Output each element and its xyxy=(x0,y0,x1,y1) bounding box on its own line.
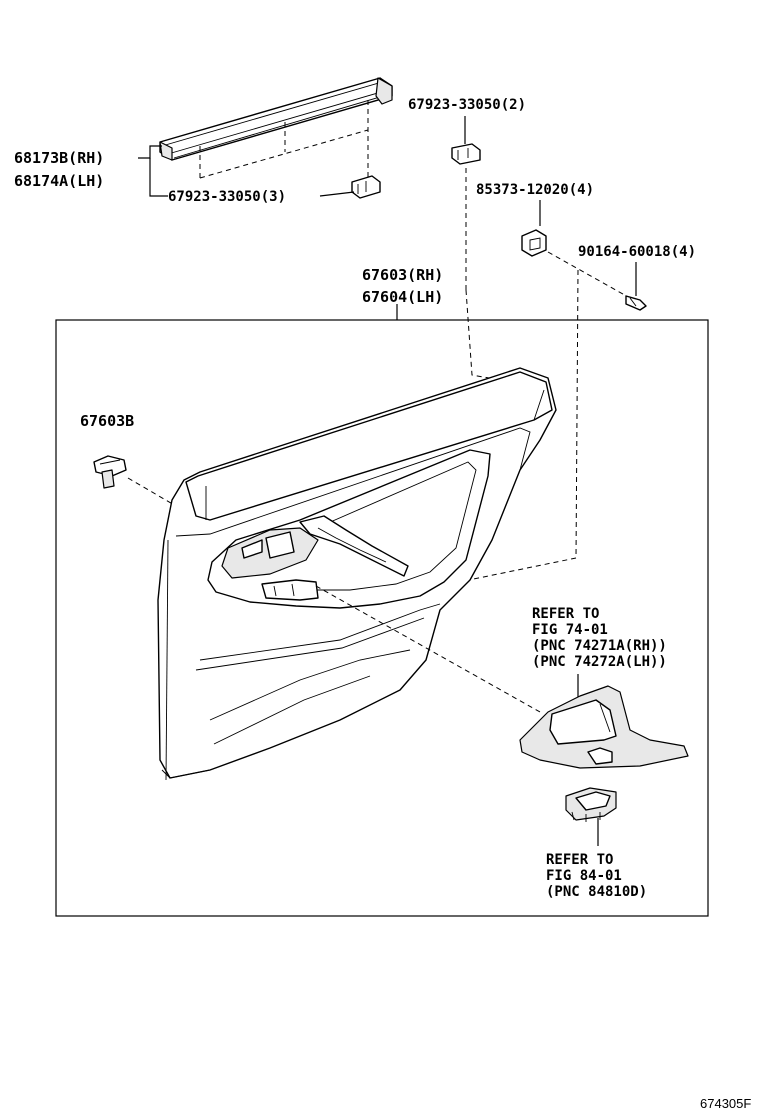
label-ref1-line4: (PNC 74272A(LH)) xyxy=(532,654,667,670)
label-ref2-line3: (PNC 84810D) xyxy=(546,884,647,900)
label-ref2-line1: REFER TO xyxy=(546,852,613,868)
label-nut: 85373-12020(4) xyxy=(476,182,594,198)
label-ref1-line3: (PNC 74271A(RH)) xyxy=(532,638,667,654)
label-moulding-rh: 68173B(RH) xyxy=(14,149,104,167)
label-ref2-line2: FIG 84-01 xyxy=(546,868,622,884)
assembly-frame xyxy=(55,319,709,917)
label-clip-b: 67603B xyxy=(80,412,134,430)
label-board-rh: 67603(RH) xyxy=(362,266,443,284)
figure-code: 674305F xyxy=(700,1096,751,1111)
switch-base-panel[interactable] xyxy=(519,685,689,769)
nut-icon[interactable] xyxy=(521,229,547,257)
label-board-lh: 67604(LH) xyxy=(362,288,443,306)
label-moulding-lh: 68174A(LH) xyxy=(14,172,104,190)
clip-3-icon[interactable] xyxy=(351,175,381,199)
clip-2-icon[interactable] xyxy=(451,143,481,165)
label-clip-3: 67923-33050(3) xyxy=(168,189,286,205)
screw-icon[interactable] xyxy=(625,295,647,311)
label-clip-2: 67923-33050(2) xyxy=(408,97,526,113)
window-switch-icon[interactable] xyxy=(565,787,617,822)
label-ref1-line1: REFER TO xyxy=(532,606,599,622)
label-screw: 90164-60018(4) xyxy=(578,244,696,260)
clip-b-icon[interactable] xyxy=(93,455,127,489)
door-trim-board[interactable] xyxy=(157,367,557,781)
moulding-strip[interactable] xyxy=(159,77,393,161)
label-ref1-line2: FIG 74-01 xyxy=(532,622,608,638)
